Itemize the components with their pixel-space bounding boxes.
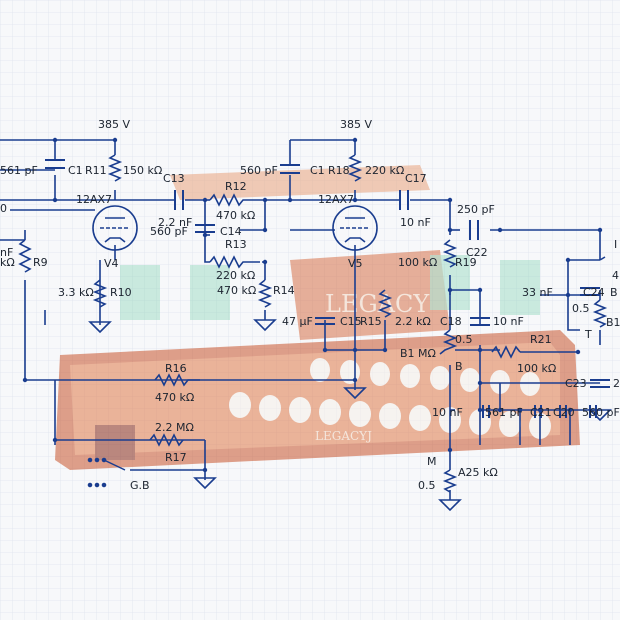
bass-pot-value: B1 MΩ: [400, 347, 436, 360]
supply-voltage-1: 385 V: [98, 118, 130, 131]
chassis-logo-small: LEGACYJ: [315, 429, 372, 443]
c15-value: 47 µF: [282, 315, 313, 328]
r13-ref: R13: [225, 238, 247, 251]
c14-ref: C14: [220, 225, 242, 238]
c15-ref: C15: [340, 315, 362, 328]
r12-value: 470 kΩ: [216, 209, 255, 222]
v5-tube-type: 12AX7: [318, 193, 354, 206]
r10-ref: R10: [110, 286, 132, 299]
r12-ref: R12: [225, 180, 247, 193]
bottom-561pf: 561 pF: [485, 406, 523, 419]
c18-value: 10 nF: [493, 315, 524, 328]
r13-value: 220 kΩ: [216, 269, 255, 282]
resistors: [18, 154, 608, 493]
switch-label: G.B: [130, 479, 150, 492]
c17-ref: C17: [405, 172, 427, 185]
r19-ref: R19: [455, 256, 477, 269]
capacitors: [45, 159, 610, 418]
bass-pot-position: 0.5: [455, 333, 473, 346]
supply-voltage-2: 385 V: [340, 118, 372, 131]
tone-250pf: 250 pF: [457, 203, 495, 216]
r11-ref: R11: [85, 164, 107, 177]
ground-symbols: [88, 319, 612, 512]
treble-pot-tap: T: [584, 328, 592, 341]
r15-value: 2.2 kΩ: [395, 315, 431, 328]
v5-ref: V5: [348, 257, 363, 270]
c-left-value: 561 pF: [0, 164, 38, 177]
chassis-image: LEGACY LEGACYJ: [55, 165, 580, 470]
left-r-value: kΩ: [0, 256, 15, 269]
volume-m: M: [427, 455, 437, 468]
bass-pot-tap: B: [455, 360, 463, 373]
r15-ref: R15: [360, 315, 382, 328]
volume-value: A25 kΩ: [458, 466, 498, 479]
left-zero: 0: [0, 202, 7, 215]
right-edge-4: 4: [612, 269, 619, 282]
v4-tube-type: 12AX7: [76, 193, 112, 206]
r9-ref: R9: [33, 256, 48, 269]
c13-ref: C13: [163, 172, 185, 185]
c14-value: 2.2 nF: [158, 216, 192, 229]
r18-ref: R18: [328, 164, 350, 177]
c20-value: 560 pF: [582, 406, 620, 419]
tone-10nf: 10 nF: [400, 216, 431, 229]
chassis-logo: LEGACY: [325, 290, 430, 318]
c23-ref: C23: [565, 377, 587, 390]
tube-v5: [332, 205, 378, 251]
stage2-cap-value: 560 pF: [240, 164, 278, 177]
r16-value: 470 kΩ: [155, 391, 194, 404]
right-b-label: B: [610, 286, 618, 299]
r17-value: 2.2 MΩ: [155, 421, 194, 434]
c18-ref: C18: [440, 315, 462, 328]
bottom-10nf: 10 nF: [432, 406, 463, 419]
r21-ref: R21: [530, 333, 552, 346]
r14-value: 470 kΩ: [217, 284, 256, 297]
component-labels: 385 V 385 V 561 pF C1 R11 150 kΩ 0 12AX7…: [0, 118, 620, 492]
junction-dots: [22, 137, 603, 473]
volume-pot-position: 0.5: [418, 479, 436, 492]
right-edge-i: I: [614, 238, 617, 251]
v4-ref: V4: [104, 257, 119, 270]
left-nf: nF: [0, 246, 13, 259]
tube-v4: [92, 205, 138, 251]
treble-pot-position: 0.5: [572, 302, 590, 315]
r10-value: 3.3 kΩ: [58, 286, 94, 299]
r21-value: 100 kΩ: [517, 362, 556, 375]
c21-ref: C21: [530, 406, 552, 419]
r16-ref: R16: [165, 362, 187, 375]
treble-pot-value: B1: [606, 316, 620, 329]
c23-value: 2: [613, 377, 620, 390]
c14-value-2: 560 pF: [150, 225, 188, 238]
c22-ref: C22: [466, 246, 488, 259]
r18-value: 220 kΩ: [365, 164, 404, 177]
stage2-cap-ref: C1: [310, 164, 325, 177]
gb-switch[interactable]: [87, 457, 205, 488]
r14-ref: R14: [273, 284, 295, 297]
c-left-ref: C1: [68, 164, 83, 177]
r19-value: 100 kΩ: [398, 256, 437, 269]
c24-ref: C24: [583, 286, 605, 299]
r11-value: 150 kΩ: [123, 164, 162, 177]
c20-ref: C20: [553, 406, 575, 419]
c24-value: 33 nF: [522, 286, 553, 299]
r17-ref: R17: [165, 451, 187, 464]
